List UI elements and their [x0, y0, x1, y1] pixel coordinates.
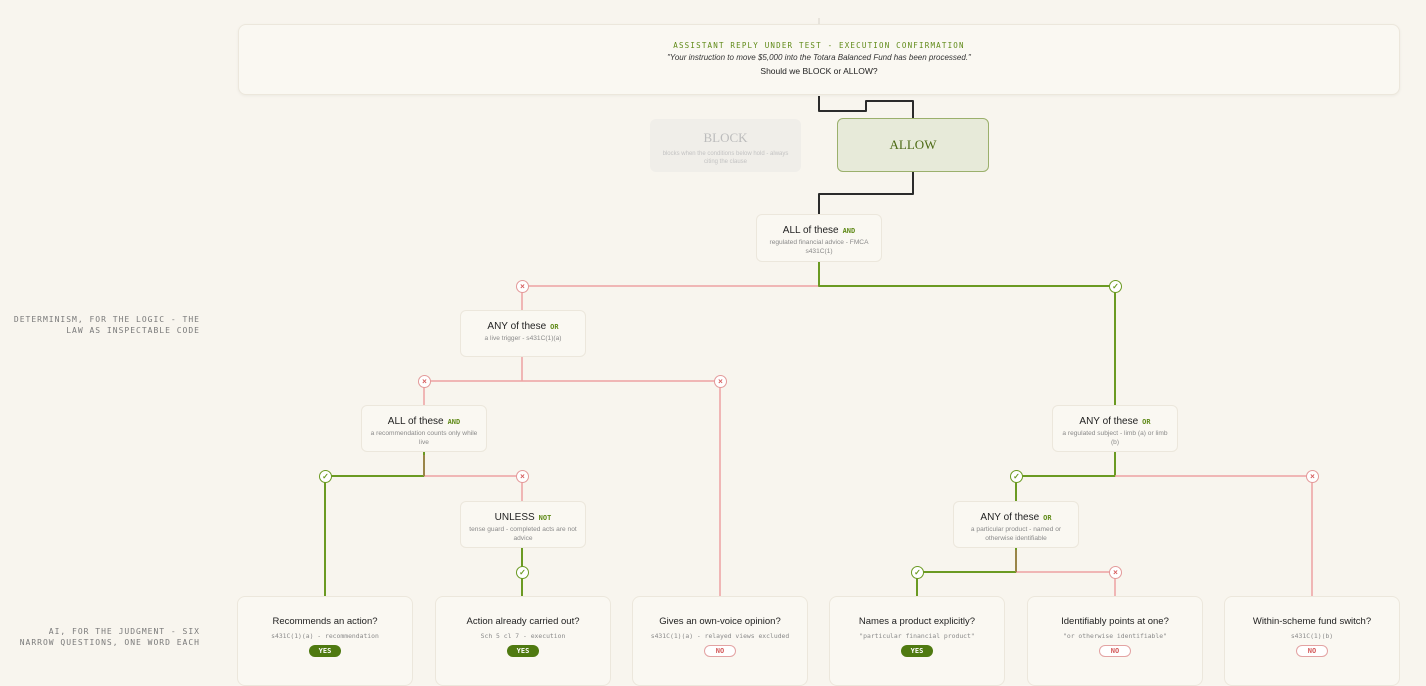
cross-icon: × [516, 280, 529, 293]
cross-icon: × [516, 470, 529, 483]
leaf-recommends-action[interactable]: Recommends an action? s431C(1)(a) - reco… [237, 596, 413, 686]
connector-wires [324, 18, 1313, 596]
allow-outcome-title: ALLOW [889, 137, 937, 152]
wire-header-allow [818, 96, 914, 118]
answer-badge: NO [1296, 645, 1328, 657]
node-product-desc: a particular product - named or otherwis… [970, 526, 1062, 542]
node-product-op: OR [1043, 514, 1052, 522]
node-subject-desc: a regulated subject - limb (a) or limb (… [1062, 430, 1168, 446]
node-trigger-op: OR [550, 323, 559, 331]
leaf-names-product[interactable]: Names a product explicitly? "particular … [829, 596, 1005, 686]
leaf-reference: "particular financial product" [859, 632, 975, 640]
side-label-judgment: AI, FOR THE JUDGMENT - SIX NARROW QUESTI… [19, 627, 200, 647]
check-icon: ✓ [1109, 280, 1122, 293]
cross-icon: × [1109, 566, 1122, 579]
node-recommendation-title: ALL of these [387, 416, 444, 427]
wire-allow-root [818, 172, 914, 214]
allow-outcome[interactable]: ALLOW [837, 118, 989, 172]
node-subject-op: OR [1142, 418, 1151, 426]
wire-subject-left [1015, 452, 1116, 501]
reply-kicker: ASSISTANT REPLY UNDER TEST - EXECUTION C… [673, 41, 965, 50]
leaf-question: Within-scheme fund switch? [1252, 616, 1372, 627]
wire-rec-right [424, 475, 523, 501]
block-outcome[interactable]: BLOCK blocks when the conditions below h… [650, 119, 801, 172]
node-subject-title: ANY of these [1079, 416, 1139, 427]
leaf-question: Identifiably points at one? [1061, 616, 1169, 627]
block-or-allow-question: Should we BLOCK or ALLOW? [760, 66, 878, 76]
node-recommendation-desc: a recommendation counts only while live [370, 430, 478, 446]
leaf-reference: s431C(1)(a) - relayed views excluded [650, 632, 790, 640]
wire-rec-left [324, 452, 425, 596]
node-root-desc: regulated financial advice - FMCA s431C(… [769, 239, 869, 255]
check-icon: ✓ [516, 566, 529, 579]
check-icon: ✓ [911, 566, 924, 579]
leaf-reference: s431C(1)(a) - recommendation [271, 632, 379, 640]
wire-root-left [521, 262, 820, 310]
leaf-reference: s431C(1)(b) [1290, 632, 1334, 640]
answer-badge: NO [704, 645, 736, 657]
leaf-question: Action already carried out? [466, 616, 580, 627]
node-product-title: ANY of these [980, 512, 1040, 523]
leaf-question: Gives an own-voice opinion? [659, 616, 781, 627]
node-root-op: AND [842, 227, 856, 235]
node-recommendation-op: AND [447, 418, 461, 426]
wire-product-right [1016, 571, 1116, 596]
check-icon: ✓ [1010, 470, 1023, 483]
node-trigger-desc: a live trigger - s431C(1)(a) [484, 335, 562, 342]
leaf-question: Names a product explicitly? [858, 616, 976, 627]
check-icon: ✓ [319, 470, 332, 483]
node-unless-op: NOT [538, 514, 552, 522]
leaf-fund-switch[interactable]: Within-scheme fund switch? s431C(1)(b) N… [1224, 596, 1400, 686]
leaf-action-carried-out[interactable]: Action already carried out? Sch 5 cl 7 -… [435, 596, 611, 686]
leaf-reference: "or otherwise identifiable" [1063, 632, 1167, 640]
reply-quote: "Your instruction to move $5,000 into th… [667, 53, 971, 62]
leaf-question: Recommends an action? [272, 616, 378, 627]
answer-badge: YES [901, 645, 933, 657]
leaf-own-voice-opinion[interactable]: Gives an own-voice opinion? s431C(1)(a) … [632, 596, 808, 686]
leaf-identifiably-points[interactable]: Identifiably points at one? "or otherwis… [1027, 596, 1203, 686]
cross-icon: × [714, 375, 727, 388]
wire-root-right [818, 262, 1116, 405]
node-trigger-title: ANY of these [487, 321, 547, 332]
answer-badge: YES [309, 645, 341, 657]
node-unless-title: UNLESS [494, 512, 535, 523]
node-unless-desc: tense guard - completed acts are not adv… [469, 526, 577, 542]
wire-product-left [916, 548, 1017, 596]
leaf-reference: Sch 5 cl 7 - execution [480, 632, 566, 640]
reply-under-test-card: ASSISTANT REPLY UNDER TEST - EXECUTION C… [238, 24, 1400, 95]
node-root-title: ALL of these [782, 225, 839, 236]
wire-subject-right [1115, 475, 1313, 596]
answer-badge: NO [1099, 645, 1131, 657]
cross-icon: × [1306, 470, 1319, 483]
cross-icon: × [418, 375, 431, 388]
side-label-logic: DETERMINISM, FOR THE LOGIC - THE LAW AS … [13, 315, 200, 335]
answer-badge: YES [507, 645, 539, 657]
block-outcome-title: BLOCK [703, 130, 748, 145]
block-outcome-desc: blocks when the conditions below hold - … [662, 151, 789, 165]
